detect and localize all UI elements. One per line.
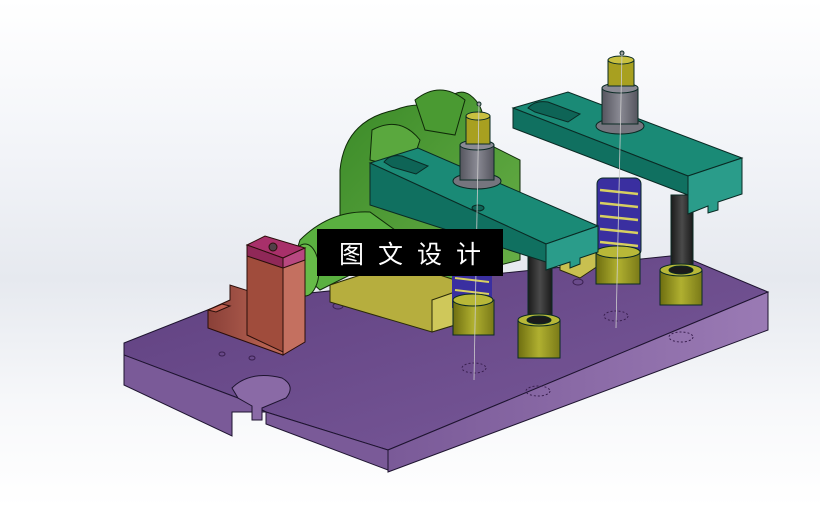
watermark-text: 图文设计 [338,239,495,269]
watermark-overlay: 图文设计 [317,229,503,276]
locator-block [206,235,307,356]
rear-clamp [511,50,744,306]
